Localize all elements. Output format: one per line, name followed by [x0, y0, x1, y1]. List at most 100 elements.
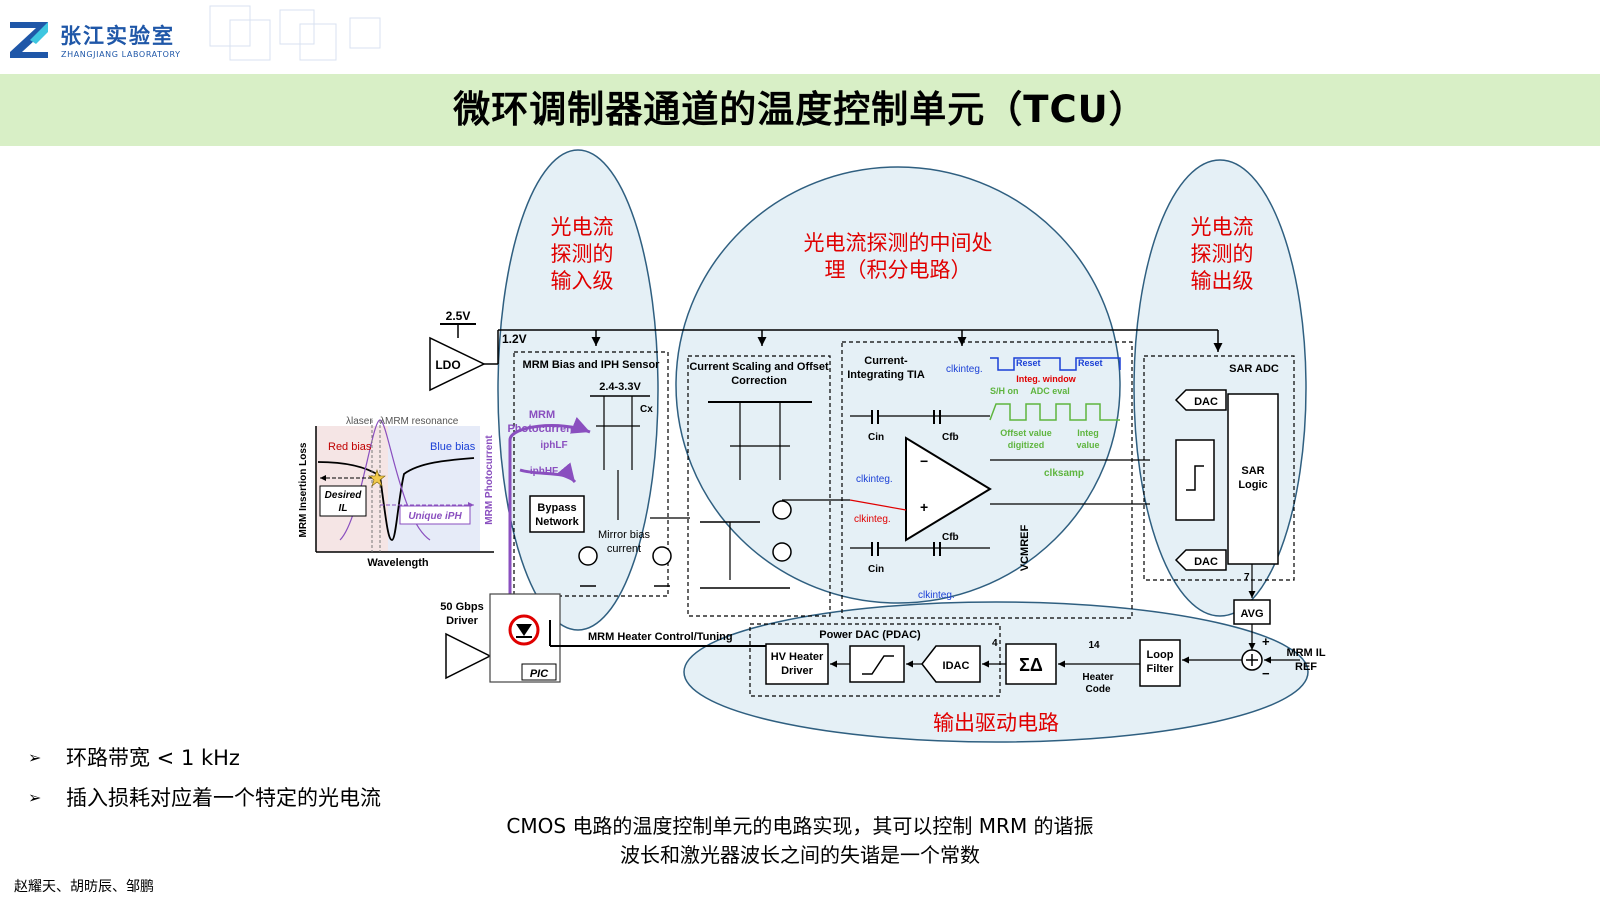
text-line: 输出级 [1191, 270, 1254, 293]
text-line: Desired [325, 490, 363, 501]
page-title: 微环调制器通道的温度控制单元（TCU） [453, 88, 1147, 131]
text-line: digitized [1008, 440, 1045, 450]
ldo-block: 2.5V LDO 1.2V [429, 309, 1223, 392]
insertion-loss-plot: Red bias Blue bias λlaser λMRM resonance… [298, 416, 495, 569]
region-middle [675, 166, 1121, 604]
region-driver [683, 601, 1309, 743]
bias-iphhf: iphHF [530, 466, 558, 477]
text-line: SAR [1241, 465, 1264, 477]
text-line: Correction [731, 375, 787, 387]
bias-cx: Cx [640, 404, 653, 415]
tia-title: Current- Integrating TIA [847, 355, 925, 381]
plot-xlabel: Wavelength [367, 557, 429, 569]
text-line: 50 Gbps [440, 601, 483, 613]
pic-label: PIC [530, 668, 549, 680]
tia-clk-samp: clksamp [1044, 468, 1084, 479]
adc-dac-bot: DAC [1194, 556, 1218, 568]
bullet-arrow-icon: ➢ [28, 748, 42, 767]
text-line: Current Scaling and Offset [689, 361, 829, 373]
text-line: Integ [1077, 428, 1099, 438]
text-line: Bypass [537, 502, 576, 514]
text-line: Filter [1147, 663, 1175, 675]
bullet-arrow-icon: ➢ [28, 788, 42, 807]
text-line: 输入级 [551, 270, 614, 293]
tia-vcmref: VCMREF [1019, 525, 1031, 572]
tia-cfb-top: Cfb [942, 432, 959, 443]
idac-label: IDAC [943, 660, 970, 672]
bias-mirror: Mirror bias current [598, 529, 650, 555]
text-line: Heater [1082, 672, 1113, 683]
logo-name-cn: 张江实验室 [60, 24, 175, 48]
text-line: value [1076, 440, 1099, 450]
adc-avg: AVG [1240, 608, 1263, 620]
tia-reset-2: Reset [1078, 358, 1103, 368]
adc-bits: 7 [1244, 572, 1250, 583]
bullet-item: ➢ 插入损耗对应着一个特定的光电流 [26, 784, 626, 824]
tia-cfb-bot: Cfb [942, 532, 959, 543]
tia-integ-window: Integ. window [1016, 374, 1076, 384]
header-decoration [209, 5, 381, 61]
figure-caption: CMOS 电路的温度控制单元的电路实现，其可以控制 MRM 的谐振 波长和激光器… [400, 812, 1200, 870]
plot-photocurrent-axis: MRM Photocurrent [484, 435, 495, 525]
text-line: 探测的 [1191, 243, 1254, 266]
authors: 赵耀天、胡昉辰、邹鹏 [14, 879, 154, 895]
text-line: Mirror bias [598, 529, 650, 541]
tia-offset-digitized: Offset value digitized [1000, 428, 1052, 450]
sum-minus: − [1262, 666, 1270, 681]
pdac-title: Power DAC (PDAC) [819, 629, 921, 641]
text-line: Logic [1238, 479, 1267, 491]
tia-clk-mid: clkinteg. [856, 474, 893, 485]
sigma-delta-label: ΣΔ [1019, 655, 1043, 675]
text-line: 光电流 [551, 216, 614, 239]
supply-25v-label: 2.5V [446, 309, 471, 323]
bits14-label: 14 [1088, 640, 1100, 651]
bullet-text: 环路带宽 < 1 kHz [66, 746, 240, 770]
adc-sar-logic: SAR Logic [1238, 465, 1267, 491]
caption-line: 波长和激光器波长之间的失谐是一个常数 [620, 843, 980, 867]
text-line: 输出驱动电路 [933, 712, 1059, 735]
plot-lambda-laser: λlaser [346, 416, 373, 427]
tia-cin-top: Cin [868, 432, 884, 443]
svg-text:−: − [920, 453, 928, 469]
text-line: MRM IL [1286, 647, 1325, 659]
bias-range: 2.4-3.3V [599, 381, 641, 393]
bias-iphlf: iphLF [540, 440, 567, 451]
heater-ctrl-label: MRM Heater Control/Tuning [588, 631, 733, 643]
text-line: Driver [446, 615, 479, 627]
text-line: Current- [864, 355, 908, 367]
tia-adc-eval: ADC eval [1030, 386, 1070, 396]
svg-text:+: + [920, 499, 928, 515]
plot-blue-bias: Blue bias [430, 441, 476, 453]
text-line: Network [535, 516, 579, 528]
text-line: Driver [781, 665, 814, 677]
bullet-list: ➢ 环路带宽 < 1 kHz ➢ 插入损耗对应着一个特定的光电流 [26, 744, 626, 824]
tia-clk-top: clkinteg. [946, 364, 983, 375]
bias-block-title: MRM Bias and IPH Sensor [523, 359, 661, 371]
text-line: current [607, 543, 641, 555]
tia-block: Current- Integrating TIA clkinteg. − + Ci… [841, 341, 1150, 619]
text-line: Offset value [1000, 428, 1052, 438]
text-line: MRM [529, 409, 555, 421]
text-line: Loop [1147, 649, 1174, 661]
ldo-label: LDO [435, 358, 460, 372]
caption-line: CMOS 电路的温度控制单元的电路实现，其可以控制 MRM 的谐振 [506, 814, 1094, 838]
plot-unique-iph: Unique iPH [408, 511, 462, 522]
rail-12v-label: 1.2V [502, 332, 527, 346]
lab-logo: 张江实验室 ZHANGJIANG LABORATORY [8, 14, 198, 66]
text-line: 理（积分电路） [825, 259, 972, 282]
tia-reset-1: Reset [1016, 358, 1041, 368]
text-line: HV Heater [771, 651, 824, 663]
text-line: 探测的 [551, 243, 614, 266]
tia-integ-value: Integ value [1076, 428, 1099, 450]
output-stage-label: 光电流探测的输出级 [1191, 216, 1254, 293]
text-line: Integrating TIA [847, 369, 925, 381]
